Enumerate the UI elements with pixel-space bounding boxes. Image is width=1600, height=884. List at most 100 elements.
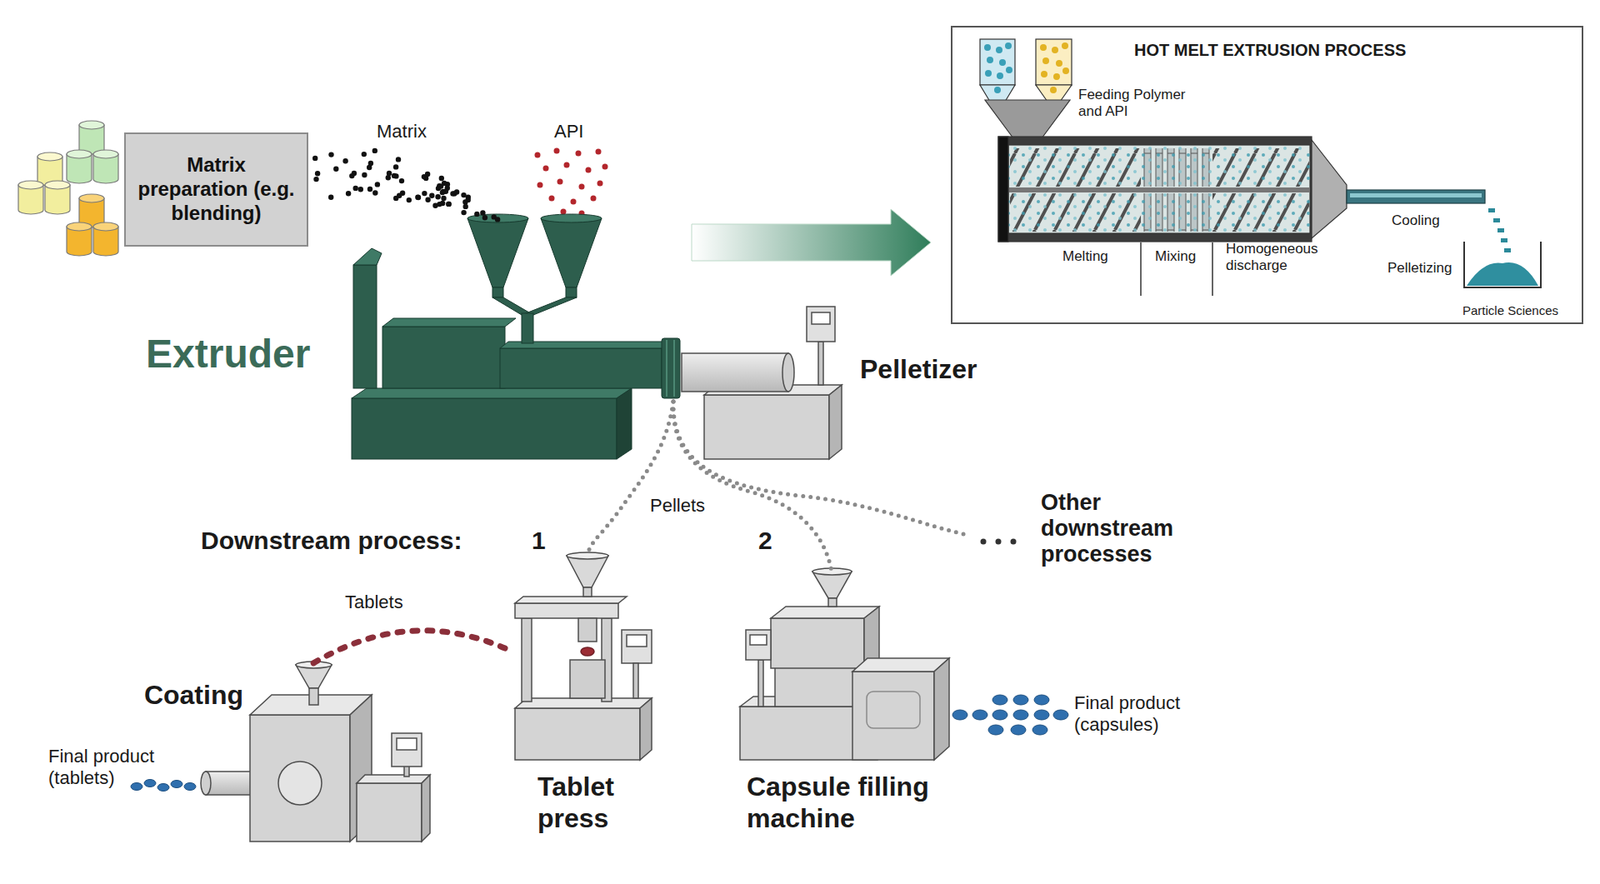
- credit-text: Particle Sciences: [1462, 303, 1559, 319]
- api-particles: [543, 165, 550, 172]
- hme-schematic: [1346, 190, 1485, 204]
- matrix-particle: [454, 189, 460, 195]
- matrix-particle: [395, 156, 401, 162]
- coated-tablets: [184, 783, 196, 791]
- section-label: Downstream process:: [200, 525, 462, 556]
- matrix-particle: [435, 185, 441, 191]
- capsules: [992, 710, 1008, 720]
- material-can: [18, 180, 44, 190]
- hme-schematic: [1005, 66, 1013, 74]
- matrix-particle: [445, 185, 450, 191]
- hme-schematic: [1497, 228, 1505, 233]
- capsules: [952, 710, 968, 720]
- hme-schematic: [1504, 248, 1511, 253]
- extruder-drawing: [521, 313, 534, 344]
- hme-schematic: [1500, 238, 1508, 243]
- matrix-particle: [463, 204, 469, 210]
- coating-drawing: [309, 688, 319, 705]
- material-can: [93, 222, 119, 256]
- hme-schematic: [1042, 57, 1050, 65]
- hme-schematic: [980, 39, 1541, 296]
- api-particles: [535, 148, 609, 217]
- machine-label: Coating: [144, 679, 244, 711]
- matrix-particle: [315, 170, 320, 176]
- api-particles: [595, 149, 602, 155]
- tablet-press-drawing: [621, 630, 652, 664]
- hme-schematic: [1311, 140, 1347, 239]
- material-can: [45, 180, 70, 190]
- hme-schematic: [1061, 42, 1069, 50]
- tablet-press-drawing: [515, 708, 640, 760]
- matrix-particle: [406, 197, 412, 203]
- other-branch: [995, 539, 1002, 545]
- extruder-drawing: [351, 398, 617, 460]
- api-particles: [602, 164, 609, 170]
- hme-schematic: [1040, 42, 1070, 94]
- matrix-particle: [345, 190, 351, 196]
- matrix-particle: [367, 186, 373, 192]
- hme-schematic: [995, 46, 1003, 54]
- coating-machine: Coating: [250, 663, 430, 842]
- hme-schematic: [996, 72, 1004, 80]
- tablet-press-drawing: [570, 660, 605, 699]
- hme-schematic: [985, 70, 992, 77]
- api-particles: [549, 195, 555, 202]
- matrix-particle: [333, 166, 339, 172]
- capsule-filler-drawing: [934, 658, 950, 760]
- capsules: [1013, 695, 1029, 705]
- pelletizer-drawing: [681, 353, 789, 392]
- particle-stream: [673, 401, 832, 572]
- matrix-particle: [385, 175, 391, 180]
- extruder-drawing: [382, 318, 516, 327]
- matrix-particle: [480, 210, 485, 215]
- step-label: Pelletizing: [1387, 260, 1453, 277]
- connector: [313, 630, 505, 664]
- api-particles: [575, 150, 582, 157]
- extruder-drawing: [565, 287, 577, 298]
- extruder-drawing: [540, 214, 602, 223]
- tablet-press-drawing: [521, 618, 532, 702]
- matrix-particle: [421, 174, 427, 180]
- hme-schematic: [1008, 145, 1310, 234]
- matrix-particle: [361, 151, 367, 157]
- product-label: Final product (capsules): [1074, 692, 1200, 737]
- hme-schematic: [1008, 145, 1310, 234]
- stream-label: Matrix: [376, 120, 427, 143]
- hme-schematic: [986, 56, 994, 64]
- coated-tablets: [170, 780, 183, 789]
- capsule-filler-drawing: [852, 671, 935, 760]
- coating-drawing: [391, 733, 422, 767]
- capsule-filler-drawing: [866, 691, 920, 729]
- matrix-particle: [386, 170, 392, 176]
- pelletizer-drawing: [806, 306, 835, 342]
- coated-tablets: [157, 784, 170, 792]
- tablet-press-drawing: [633, 663, 639, 699]
- coating-drawing: [250, 715, 350, 842]
- hme-schematic: [1350, 193, 1482, 198]
- tablet-press-drawing: [515, 603, 619, 619]
- coated-tablets: [130, 783, 143, 791]
- matrix-particle: [445, 201, 451, 207]
- matrix-particle: [313, 176, 319, 182]
- flow-arrow: [691, 209, 931, 276]
- capsule-filler-drawing: [828, 598, 837, 607]
- api-particles: [570, 199, 577, 205]
- matrix-particle: [372, 148, 378, 154]
- extruder-drawing: [616, 388, 632, 460]
- hme-schematic: [1488, 208, 1495, 213]
- material-can: [79, 120, 105, 155]
- capsule-filler-drawing: [745, 630, 771, 660]
- extruder-drawing: [500, 348, 662, 389]
- matrix-particle: [445, 201, 451, 207]
- api-particles: [554, 148, 560, 155]
- matrix-particle: [375, 181, 380, 187]
- matrix-particle: [391, 173, 397, 179]
- matrix-particle: [421, 190, 427, 196]
- particle-stream: [313, 630, 505, 664]
- matrix-particle: [436, 201, 442, 207]
- coated-tablets: [130, 780, 196, 792]
- matrix-particle: [399, 178, 405, 184]
- coating-drawing: [421, 775, 430, 842]
- hme-schematic: [1040, 44, 1047, 51]
- hme-schematic: [985, 100, 1070, 139]
